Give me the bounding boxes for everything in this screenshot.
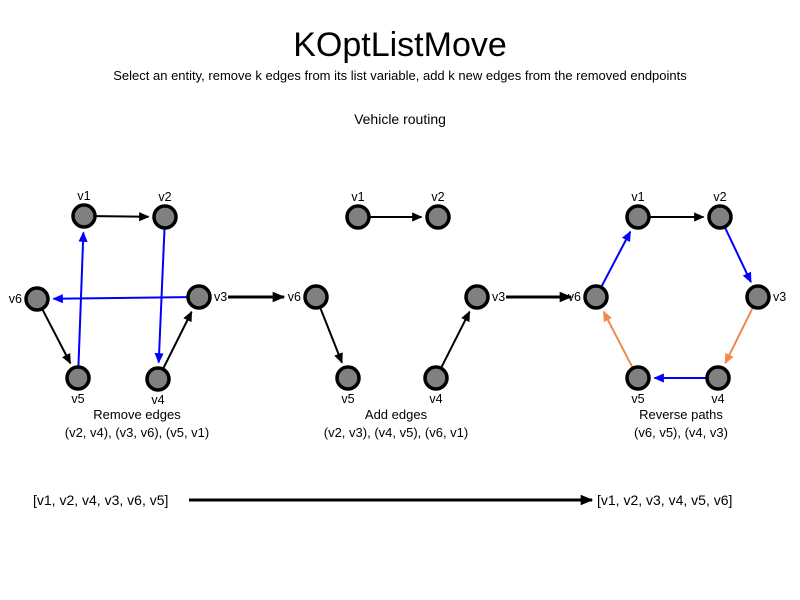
graph-node-v6[interactable] — [24, 286, 50, 312]
graph-node-v1[interactable] — [625, 204, 651, 230]
node-label-v5: v5 — [71, 392, 84, 406]
graph-node-v4[interactable] — [705, 365, 731, 391]
graph-node-v6[interactable] — [303, 284, 329, 310]
graph-node-v2[interactable] — [425, 204, 451, 230]
caption-title: Add edges — [365, 407, 428, 422]
node-label-v1: v1 — [77, 189, 90, 203]
graph-node-v1[interactable] — [71, 203, 97, 229]
edge-v4-to-v3 — [162, 310, 193, 369]
node-label-v2: v2 — [431, 190, 444, 204]
graph-node-v3[interactable] — [464, 284, 490, 310]
node-label-v1: v1 — [351, 190, 364, 204]
node-label-v3: v3 — [773, 290, 786, 304]
edge-v6-to-v5 — [319, 308, 343, 364]
caption-title: Remove edges — [93, 407, 181, 422]
node-label-v2: v2 — [713, 190, 726, 204]
caption-detail: (v2, v3), (v4, v5), (v6, v1) — [324, 425, 468, 440]
graph-node-v6[interactable] — [583, 284, 609, 310]
node-label-v6: v6 — [9, 292, 22, 306]
edge-v3-to-v6 — [52, 294, 187, 304]
node-label-v5: v5 — [631, 392, 644, 406]
graph-node-v3[interactable] — [186, 284, 212, 310]
footer-transition: [v1, v2, v4, v3, v6, v5] [v1, v2, v3, v4,… — [33, 492, 732, 508]
caption-title: Reverse paths — [639, 407, 723, 422]
edge-v6-to-v1 — [600, 230, 632, 287]
node-label-v6: v6 — [288, 290, 301, 304]
node-label-v3: v3 — [492, 290, 505, 304]
edge-v6-to-v5 — [41, 309, 72, 365]
edge-v2-to-v3 — [724, 227, 752, 284]
node-label-v4: v4 — [429, 392, 442, 406]
before-list-value: [v1, v2, v4, v3, v6, v5] — [33, 492, 168, 508]
graph-node-v3[interactable] — [745, 284, 771, 310]
section-label: Vehicle routing — [354, 111, 446, 127]
caption-detail: (v2, v4), (v3, v6), (v5, v1) — [65, 425, 209, 440]
page-title: KOptListMove — [293, 26, 507, 64]
graph-node-v5[interactable] — [65, 365, 91, 391]
edge-v4-to-v3 — [440, 310, 471, 368]
graph-node-v5[interactable] — [335, 365, 361, 391]
node-label-v1: v1 — [631, 190, 644, 204]
node-label-v4: v4 — [711, 392, 724, 406]
node-label-v3: v3 — [214, 290, 227, 304]
node-label-v2: v2 — [158, 190, 171, 204]
graph-node-v1[interactable] — [345, 204, 371, 230]
page-subtitle: Select an entity, remove k edges from it… — [113, 68, 687, 83]
graph-node-v5[interactable] — [625, 365, 651, 391]
graph-node-v2[interactable] — [707, 204, 733, 230]
edge-v2-to-v4 — [154, 229, 166, 364]
edge-v1-to-v2 — [96, 212, 150, 222]
edge-v5-to-v6 — [602, 310, 634, 368]
after-list-value: [v1, v2, v3, v4, v5, v6] — [597, 492, 732, 508]
node-label-v4: v4 — [151, 393, 164, 407]
edge-v3-to-v4 — [724, 307, 754, 365]
node-label-v5: v5 — [341, 392, 354, 406]
graph-node-v4[interactable] — [145, 366, 171, 392]
graph-node-v2[interactable] — [152, 204, 178, 230]
graph-node-v4[interactable] — [423, 365, 449, 391]
caption-detail: (v6, v5), (v4, v3) — [634, 425, 728, 440]
